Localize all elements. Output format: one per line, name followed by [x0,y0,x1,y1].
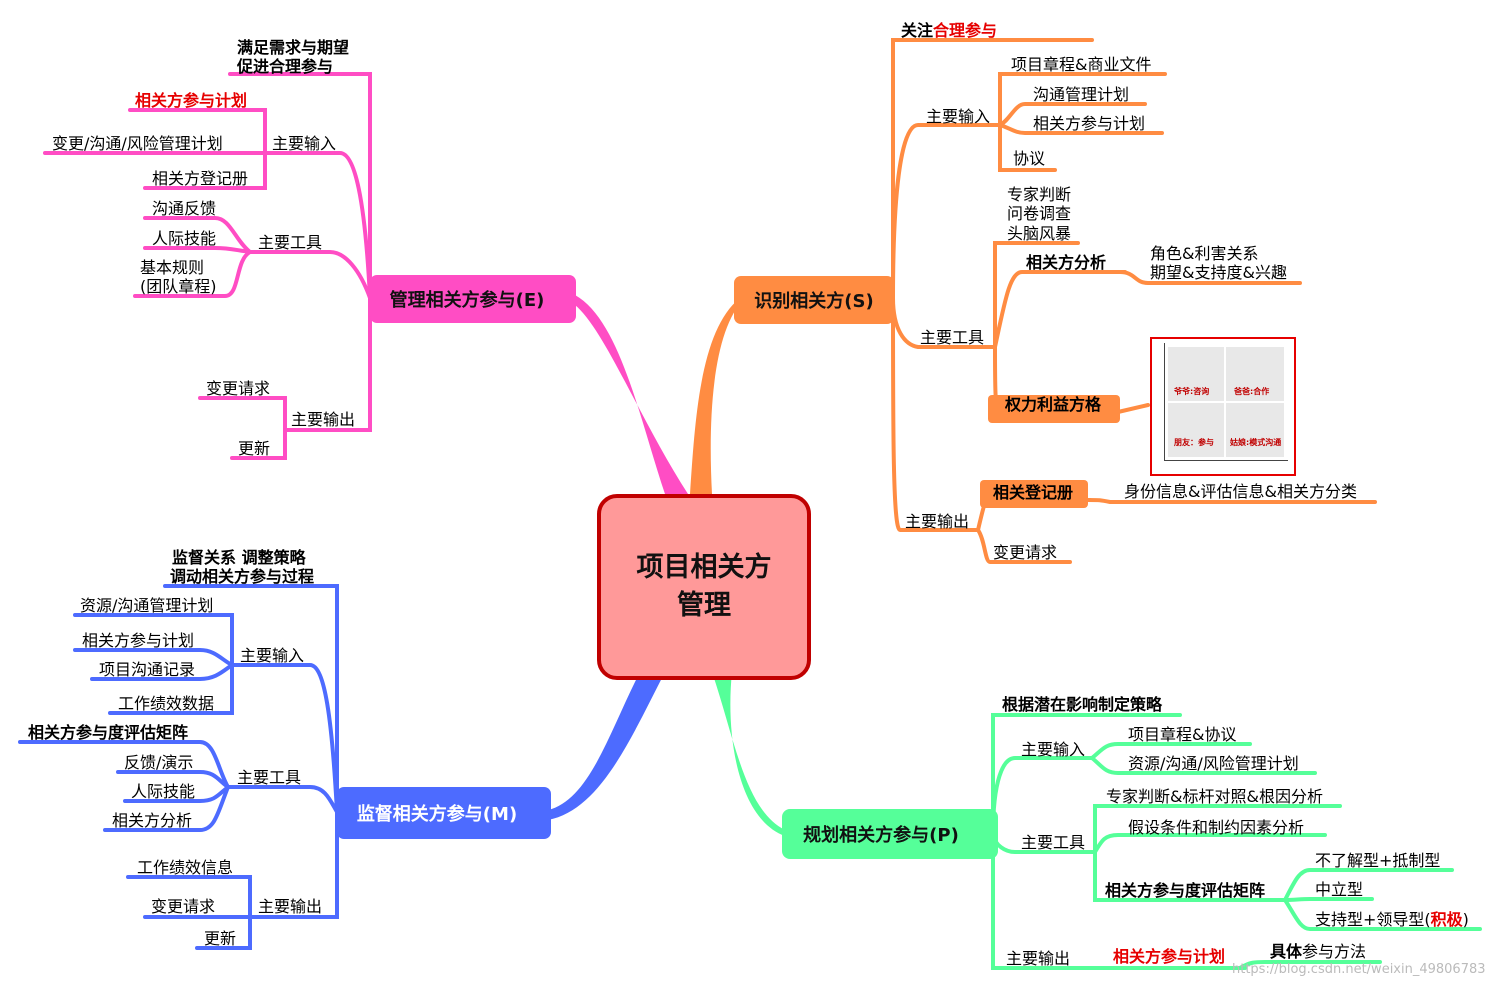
identify-grid-label: 权力利益方格 [1005,395,1102,414]
plan-output-detail: 具体参与方法 [1270,942,1367,961]
plan-title-block [782,809,998,859]
manage-lines [43,72,372,460]
monitor-tool-1: 反馈/演示 [124,753,194,772]
manage-goal-1: 满足需求与期望 [237,38,350,57]
monitor-tool-3: 相关方分析 [112,811,193,830]
identify-change-request: 变更请求 [993,543,1058,562]
central-topic[interactable]: 项目相关方 管理 [597,494,811,680]
plan-input-1: 项目章程&协议 [1128,725,1237,744]
branch-identify [690,298,745,494]
identify-node[interactable]: 识别相关方(S) [734,276,894,324]
identify-register-detail: 身份信息&评估信息&相关方分类 [1124,482,1357,501]
grid-quadrant-4: 姑娘:模式沟通 [1230,438,1282,447]
manage-tool-rules-1: 基本规则 [140,258,205,277]
plan-output-plan: 相关方参与计划 [1113,947,1226,966]
plan-goal: 根据潜在影响制定策略 [1002,695,1163,714]
identify-input-3: 相关方参与计划 [1033,114,1146,133]
monitor-output-2: 变更请求 [151,897,216,916]
branch-manage [575,295,688,494]
monitor-lines [18,584,339,950]
monitor-title: 监督相关方参与(M) [356,804,518,825]
manage-input-1: 变更/沟通/风险管理计划 [52,134,223,153]
monitor-output-label: 主要输出 [258,897,323,916]
manage-output-label: 主要输出 [291,410,356,429]
identify-analysis-detail-2: 期望&支持度&兴趣 [1150,263,1287,282]
monitor-output-3: 更新 [204,929,237,948]
manage-node[interactable]: 管理相关方参与(E) [370,275,564,323]
plan-output-label: 主要输出 [1006,949,1071,968]
branch-monitor [548,672,665,820]
monitor-tool-matrix: 相关方参与度评估矩阵 [28,723,189,742]
identify-input-2: 沟通管理计划 [1033,85,1130,104]
monitor-input-label: 主要输入 [240,646,305,665]
manage-output-2: 更新 [238,439,271,458]
monitor-goal-1: 监督关系 调整策略 [172,548,306,567]
monitor-title-block [337,787,551,839]
plan-title: 规划相关方参与(P) [803,825,959,846]
manage-input-label: 主要输入 [272,134,337,153]
manage-tool-1: 沟通反馈 [152,199,217,218]
manage-goal-2: 促进合理参与 [237,57,334,76]
plan-tool-2: 假设条件和制约因素分析 [1128,818,1305,837]
branch-plan [712,672,785,836]
monitor-tools-label: 主要工具 [237,768,302,787]
plan-tool-1: 专家判断&标杆对照&根因分析 [1106,787,1323,806]
plan-matrix-item-1: 不了解型+抵制型 [1315,851,1441,870]
monitor-goal-2: 调动相关方参与过程 [170,567,315,586]
monitor-output-1: 工作绩效信息 [137,858,234,877]
plan-lines [991,713,1482,970]
manage-title: 管理相关方参与(E) [389,290,545,311]
plan-matrix-item-3: 支持型+领导型(积极) [1315,910,1469,929]
identify-title-block [734,276,894,324]
identify-input-label: 主要输入 [926,107,991,126]
manage-title-block [370,275,576,323]
monitor-tool-2: 人际技能 [131,782,196,801]
watermark: https://blog.csdn.net/weixin_49806783 [1232,962,1486,977]
identify-goal: 关注合理参与 [901,21,998,40]
monitor-input-4: 工作绩效数据 [118,694,215,713]
grid-quadrant-3: 朋友：参与 [1174,438,1214,447]
identify-tool-2: 问卷调查 [1007,204,1072,223]
identify-tool-3: 头脑风暴 [1007,224,1072,243]
grid-quadrant-1: 爷爷:咨询 [1174,387,1210,396]
manage-output-1: 变更请求 [206,379,271,398]
manage-tool-2: 人际技能 [152,229,217,248]
monitor-node[interactable]: 监督相关方参与(M) [337,787,537,839]
identify-input-4: 协议 [1013,149,1046,168]
manage-input-plan: 相关方参与计划 [135,91,248,110]
plan-matrix-label: 相关方参与度评估矩阵 [1105,881,1266,900]
plan-node[interactable]: 规划相关方参与(P) [782,809,980,859]
main-branches [548,295,785,836]
identify-analysis-detail-1: 角色&利害关系 [1150,244,1259,263]
manage-tool-rules-2: (团队章程) [140,277,217,296]
plan-input-2: 资源/沟通/风险管理计划 [1128,754,1299,773]
plan-input-label: 主要输入 [1021,740,1086,759]
monitor-input-2: 相关方参与计划 [82,631,195,650]
plan-tools-label: 主要工具 [1021,833,1086,852]
manage-input-2: 相关方登记册 [152,169,249,188]
identify-tool-1: 专家判断 [1007,185,1072,204]
identify-output-label: 主要输出 [905,512,970,531]
plan-matrix-item-3-highlight: 积极 [1430,910,1463,929]
monitor-input-3: 项目沟通记录 [99,660,196,679]
central-topic-line2: 管理 [677,590,731,621]
manage-tools-label: 主要工具 [258,233,323,252]
plan-matrix-item-2: 中立型 [1315,880,1364,899]
identify-orange-blocks [980,395,1120,508]
central-topic-line1: 项目相关方 [636,552,772,583]
identify-input-1: 项目章程&商业文件 [1011,55,1152,74]
grid-quadrant-2: 爸爸:合作 [1234,387,1270,396]
identify-tools-label: 主要工具 [920,328,985,347]
identify-title: 识别相关方(S) [754,291,874,312]
monitor-input-1: 资源/沟通管理计划 [80,596,214,615]
identify-goal-highlight: 合理参与 [933,21,998,40]
identify-analysis-label: 相关方分析 [1026,253,1107,272]
identify-register-label: 相关登记册 [993,483,1074,502]
power-interest-grid-image: 爷爷:咨询 爸爸:合作 朋友：参与 姑娘:模式沟通 [1150,337,1296,476]
